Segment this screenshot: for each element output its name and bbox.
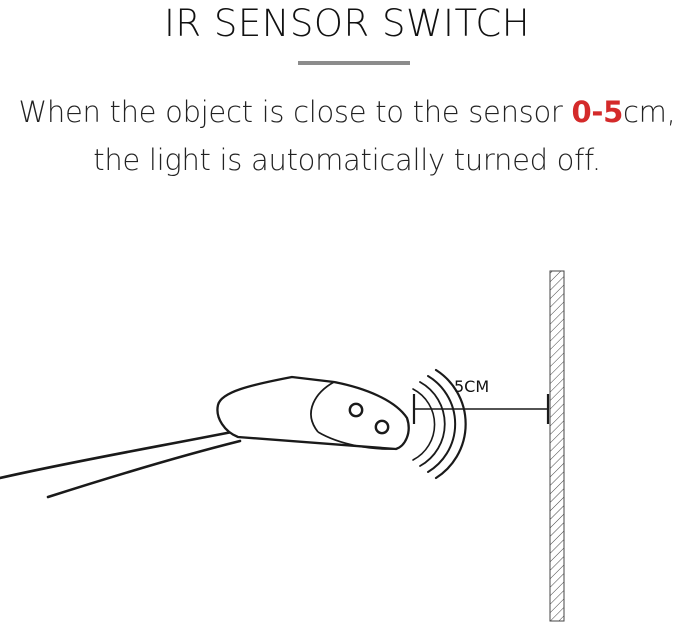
ir-emitter-icon bbox=[348, 402, 364, 418]
description-line-1: When the object is close to the sensor 0… bbox=[0, 94, 694, 130]
power-cables bbox=[0, 430, 242, 499]
title-divider bbox=[298, 61, 410, 65]
distance-measurement bbox=[412, 394, 550, 424]
ir-receiver-icon bbox=[374, 419, 390, 435]
ir-wave-icon bbox=[412, 368, 467, 480]
distance-label: 5CM bbox=[454, 377, 489, 396]
ir-sensor-eyes bbox=[348, 402, 390, 435]
description-text-start: When the object is close to the sensor bbox=[18, 95, 572, 129]
sensor-housing bbox=[216, 375, 410, 451]
distance-range-highlight: 0-5 bbox=[571, 95, 623, 129]
description-line-2: the light is automatically turned off. bbox=[93, 143, 601, 177]
description-text-unit: cm, bbox=[622, 95, 676, 129]
page-title: IR SENSOR SWITCH bbox=[163, 2, 531, 45]
wall bbox=[549, 270, 565, 622]
